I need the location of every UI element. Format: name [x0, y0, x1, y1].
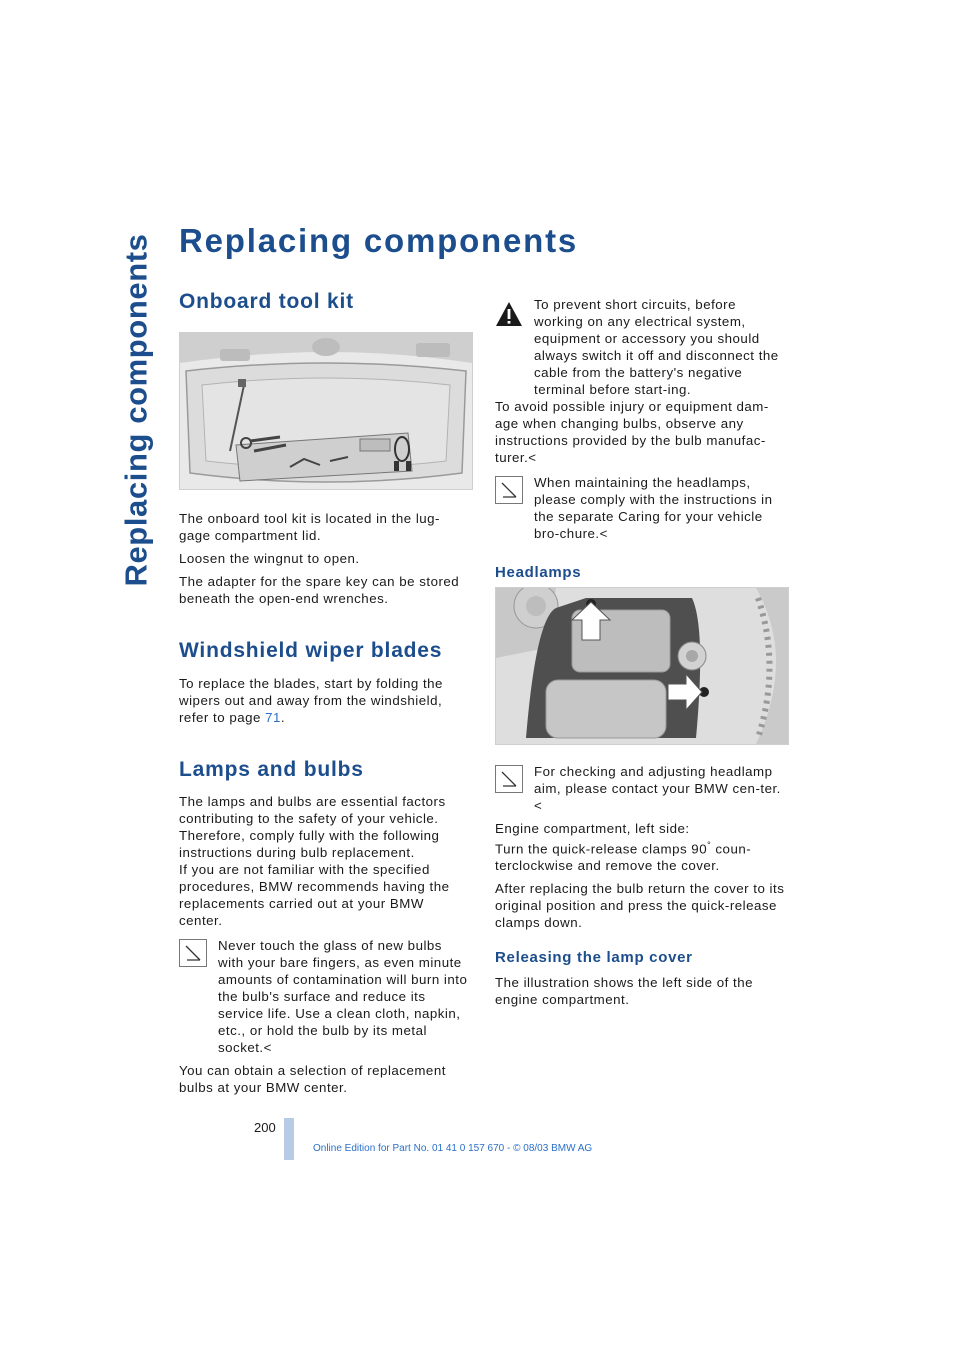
bulb-glass-note-first: Never touch the glass of new bulbs [218, 938, 442, 953]
engine-side-text: Engine compartment, left side: [495, 821, 690, 836]
lamps-intro-text: The lamps and bulbs are essential factor… [179, 794, 446, 860]
note-icon [495, 476, 523, 504]
sidebar-chapter-title: Replacing components [112, 230, 162, 590]
wiper-text-end: . [280, 710, 286, 725]
page-number: 200 [254, 1120, 276, 1135]
headlamps-image [495, 587, 789, 745]
releasing-heading: Releasing the lamp cover [495, 949, 693, 967]
lamps-heading: Lamps and bulbs [179, 758, 364, 781]
releasing-text: The illustration shows the left side of … [495, 975, 754, 1008]
tool-kit-adapter-text: The adapter for the spare key can be sto… [179, 574, 460, 606]
note-icon [179, 939, 207, 967]
engine-compartment-illustration [496, 588, 788, 744]
sidebar-chapter-title-text: Replacing components [119, 233, 155, 587]
degree-sign: ° [707, 840, 712, 850]
tool-kit-image [179, 332, 473, 490]
electrical-warning: To prevent short circuits, before workin… [495, 296, 787, 466]
warning-first-line: To prevent short circuits, before [534, 297, 737, 312]
wiper-text-body: To replace the blades, start by folding … [179, 676, 443, 725]
trunk-lid-illustration [180, 333, 472, 489]
page-reference-link[interactable]: 71 [265, 710, 281, 725]
note1-first: When maintaining the headlamps, [534, 475, 751, 490]
page-number-bar [284, 1118, 294, 1160]
lamps-selection-text: You can obtain a selection of replacemen… [179, 1063, 446, 1095]
note1-rest: please comply with the instructions in t… [534, 492, 773, 541]
warning-second-paragraph: To avoid possible injury or equipment da… [495, 399, 769, 465]
headlamps-heading: Headlamps [495, 564, 582, 581]
page-title: Replacing components [179, 222, 579, 259]
tool-kit-open-text: Loosen the wingnut to open. [179, 551, 360, 566]
left-column: Onboard tool kit The onboard tool kit is… [179, 290, 473, 1096]
bulb-glass-note: Never touch the glass of new bulbs with … [179, 937, 471, 1056]
headlamp-aim-note: For checking and adjusting headlamp aim,… [495, 763, 787, 814]
warning-rest: working on any electrical system, equipm… [534, 314, 779, 397]
footer-edition-text: Online Edition for Part No. 01 41 0 157 … [313, 1143, 593, 1154]
engine-clamps-text-a: Turn the quick-release clamps 90 [495, 841, 708, 857]
engine-clamps-text-b: coun-terclockwise and remove the cover. [495, 841, 752, 874]
warning-icon [495, 300, 523, 328]
lamps-bmw-text: If you are not familiar with the specifi… [179, 862, 450, 928]
note2-rest: aim, please contact your BMW cen-ter.< [534, 781, 781, 813]
wiper-heading: Windshield wiper blades [179, 639, 443, 662]
engine-clamps-text: Turn the quick-release clamps 90° coun-t… [495, 837, 787, 874]
engine-replace-text: After replacing the bulb return the cove… [495, 881, 785, 931]
wiper-text: To replace the blades, start by folding … [179, 675, 471, 726]
tool-kit-location-text: The onboard tool kit is located in the l… [179, 511, 440, 543]
tool-kit-heading: Onboard tool kit [179, 290, 354, 313]
right-column: To prevent short circuits, before workin… [495, 296, 789, 1008]
headlamp-maintenance-note: When maintaining the headlamps, please c… [495, 474, 787, 542]
note-icon [495, 765, 523, 793]
note2-first: For checking and adjusting headlamp [534, 764, 773, 779]
bulb-glass-note-second-line: with your bare fingers, as even minute a… [218, 955, 468, 1055]
